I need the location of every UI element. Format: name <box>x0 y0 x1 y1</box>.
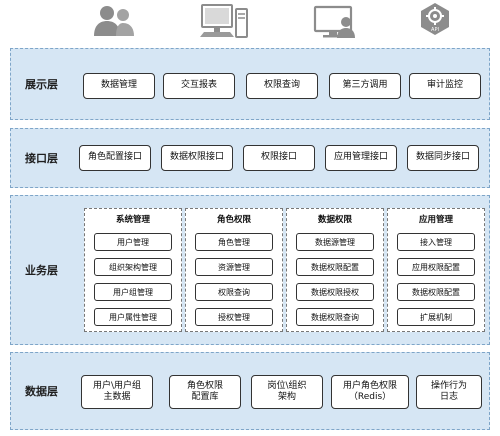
group-item: 角色管理 <box>195 233 273 251</box>
group-item: 数据权限配置 <box>296 258 374 276</box>
group-item: 用户组管理 <box>94 283 172 301</box>
data-permission-group: 数据权限 数据源管理 数据权限配置 数据权限授权 数据权限查询 <box>286 208 384 332</box>
role-permission-group: 角色权限 角色管理 资源管理 权限查询 授权管理 <box>185 208 283 332</box>
monitor-user-icon <box>313 5 355 38</box>
operation-log-box: 操作行为 日志 <box>416 375 482 409</box>
group-item: 用户属性管理 <box>94 308 172 326</box>
group-title: 角色权限 <box>216 215 251 225</box>
group-item: 数据源管理 <box>296 233 374 251</box>
layer-label: 业务层 <box>25 264 58 277</box>
business-layer: 业务层 系统管理 用户管理 组织架构管理 用户组管理 用户属性管理 角色权限 角… <box>10 195 490 345</box>
group-item: 接入管理 <box>397 233 475 251</box>
group-item: 数据权限配置 <box>397 283 475 301</box>
app-management-interface-box: 应用管理接口 <box>325 145 397 171</box>
group-item: 扩展机制 <box>397 308 475 326</box>
app-management-group: 应用管理 接入管理 应用权限配置 数据权限配置 扩展机制 <box>387 208 485 332</box>
group-item: 授权管理 <box>195 308 273 326</box>
gear-badge-text: API <box>431 27 439 33</box>
position-org-structure-box: 岗位\组织 架构 <box>251 375 323 409</box>
group-item: 数据权限授权 <box>296 283 374 301</box>
presentation-layer: 展示层 数据管理 交互报表 权限查询 第三方调用 审计监控 <box>10 48 490 120</box>
layer-label: 数据层 <box>25 385 58 398</box>
group-item: 权限查询 <box>195 283 273 301</box>
data-permission-interface-box: 数据权限接口 <box>161 145 233 171</box>
group-item: 数据权限查询 <box>296 308 374 326</box>
gear-badge-icon: API <box>421 3 449 35</box>
layer-label: 接口层 <box>25 152 58 165</box>
role-config-interface-box: 角色配置接口 <box>79 145 151 171</box>
group-item: 资源管理 <box>195 258 273 276</box>
third-party-call-box: 第三方调用 <box>329 73 401 99</box>
interactive-report-box: 交互报表 <box>163 73 235 99</box>
data-layer: 数据层 用户\用户组 主数据 角色权限 配置库 岗位\组织 架构 用户角色权限 … <box>10 352 490 430</box>
permission-query-box: 权限查询 <box>246 73 318 99</box>
role-permission-config-box: 角色权限 配置库 <box>169 375 241 409</box>
group-item: 应用权限配置 <box>397 258 475 276</box>
data-sync-interface-box: 数据同步接口 <box>407 145 479 171</box>
group-item: 组织架构管理 <box>94 258 172 276</box>
system-management-group: 系统管理 用户管理 组织架构管理 用户组管理 用户属性管理 <box>84 208 182 332</box>
layer-label: 展示层 <box>25 78 58 91</box>
group-title: 应用管理 <box>418 215 453 225</box>
user-role-permission-redis-box: 用户角色权限 （Redis） <box>331 375 409 409</box>
computer-icon <box>200 4 248 38</box>
interface-layer: 接口层 角色配置接口 数据权限接口 权限接口 应用管理接口 数据同步接口 <box>10 128 490 188</box>
group-title: 系统管理 <box>115 215 150 225</box>
group-item: 用户管理 <box>94 233 172 251</box>
permission-interface-box: 权限接口 <box>243 145 315 171</box>
audit-monitor-box: 审计监控 <box>409 73 481 99</box>
group-title: 数据权限 <box>317 215 352 225</box>
data-management-box: 数据管理 <box>83 73 155 99</box>
user-master-data-box: 用户\用户组 主数据 <box>81 375 153 409</box>
users-icon <box>94 6 134 36</box>
